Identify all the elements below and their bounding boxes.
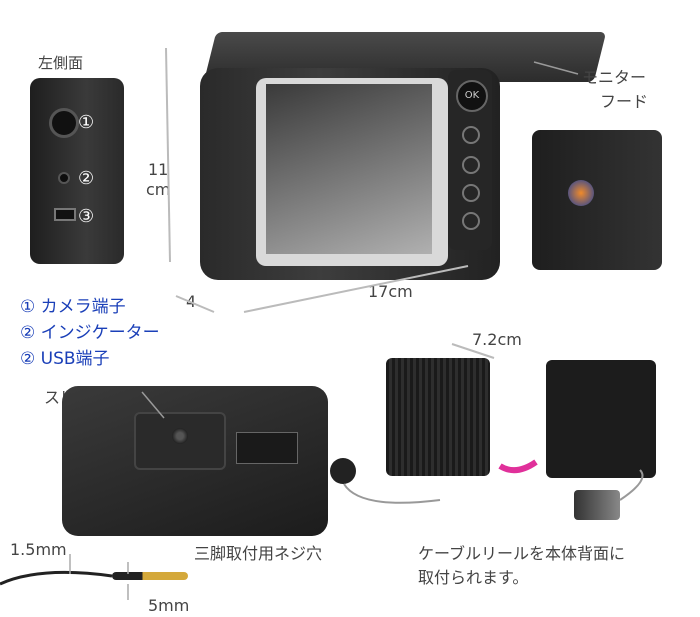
speaker-grille	[172, 428, 188, 444]
tripod-label: 三脚取付用ネジ穴	[194, 544, 323, 563]
attach-arrow	[498, 459, 538, 474]
port-2-marker: ②	[78, 168, 95, 189]
width-arrow	[243, 265, 469, 313]
reel-note-line2: 取付られます。	[418, 568, 529, 587]
cable-thickness-label: 1.5mm	[10, 540, 67, 559]
wifi-button[interactable]	[462, 126, 480, 144]
port-1-marker: ①	[78, 112, 95, 133]
port-3-marker: ③	[78, 206, 95, 227]
probe-cable-2	[619, 469, 644, 501]
hood-pointer	[533, 61, 579, 75]
reel-width-arrow	[451, 343, 495, 359]
camera-probe	[574, 490, 620, 520]
reel-note-line1: ケーブルリールを本体背面に	[418, 544, 626, 563]
folded-hood-box	[532, 130, 662, 270]
indicator-light	[58, 172, 70, 184]
height-number: 11	[148, 160, 169, 179]
legend: ① カメラ端子 ② インジケーター ② USB端子	[20, 292, 160, 370]
spec-label-sticker	[236, 432, 298, 464]
hood-label-line2: フード	[600, 92, 649, 111]
monitor-screen	[266, 84, 432, 254]
audio-cable	[0, 570, 113, 586]
power-button[interactable]	[462, 212, 480, 230]
legend-item: ② インジケーター	[20, 323, 160, 343]
left-side-label: 左側面	[38, 54, 84, 72]
legend-item: ① カメラ端子	[20, 297, 126, 317]
height-arrow	[165, 47, 171, 263]
camera-button[interactable]	[462, 184, 480, 202]
reel-width-label: 7.2cm	[472, 330, 522, 349]
left-side-inset	[30, 78, 124, 264]
ok-label: OK	[464, 90, 480, 101]
height-unit: cm	[146, 180, 171, 199]
audio-plug	[112, 572, 188, 580]
cable-reel	[386, 358, 490, 476]
probe-cable	[343, 483, 441, 504]
ok-button[interactable]: OK	[456, 80, 488, 112]
speaker-pointer	[141, 391, 165, 419]
legend-item: ② USB端子	[20, 349, 110, 369]
reel-back-plate	[546, 360, 656, 478]
camera-probe-small	[330, 458, 356, 484]
plug-size-label: 5mm	[148, 596, 190, 615]
hood-label-line1: モニター	[582, 68, 647, 87]
width-label: 17cm	[368, 282, 413, 301]
depth-arrow	[175, 295, 215, 313]
brand-logo	[568, 180, 594, 206]
usb-port	[54, 208, 76, 221]
camera-port	[49, 108, 79, 138]
menu-button[interactable]	[462, 156, 480, 174]
